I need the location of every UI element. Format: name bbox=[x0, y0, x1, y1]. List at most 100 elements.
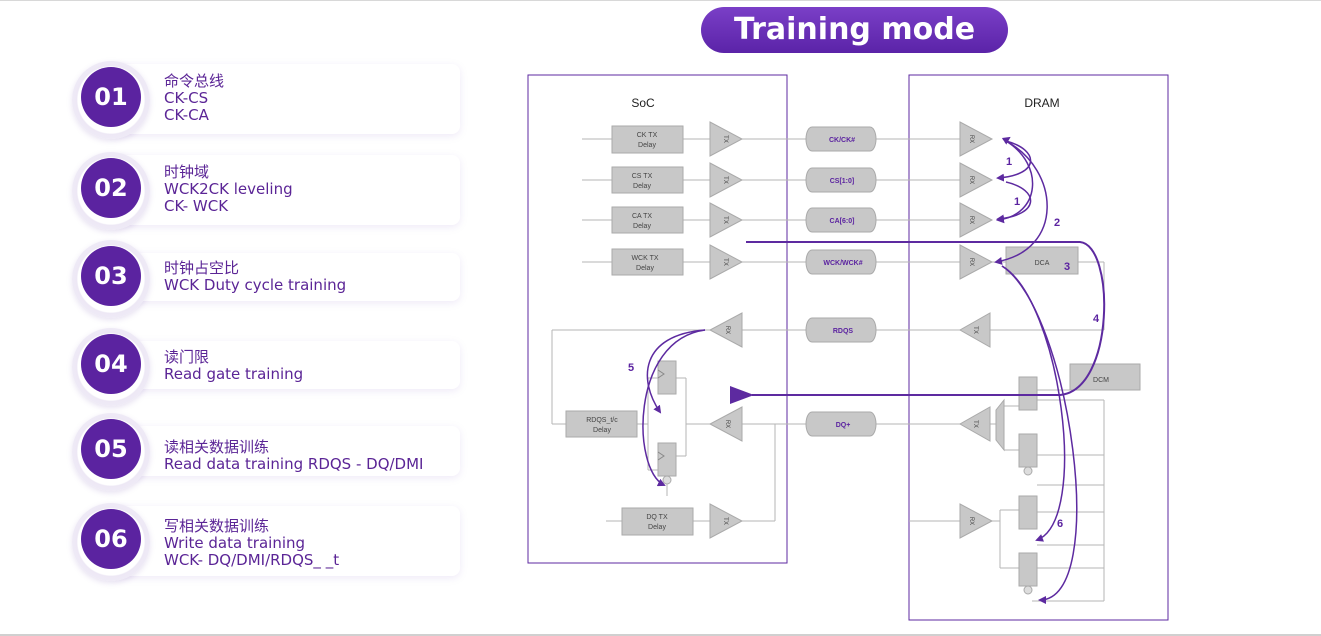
step-06[interactable]: 06 写相关数据训练 Write data training WCK- DQ/D… bbox=[72, 503, 462, 581]
dram-flip-flops bbox=[1018, 376, 1038, 595]
training-arrows bbox=[642, 136, 1106, 604]
step-line: CK-CA bbox=[164, 106, 209, 124]
step-02[interactable]: 02 时钟域 WCK2CK leveling CK- WCK bbox=[72, 152, 462, 230]
step-number: 03 bbox=[81, 246, 141, 306]
step-text: 读相关数据训练 Read data training RDQS - DQ/DMI bbox=[164, 439, 423, 473]
soc-tx-buffer bbox=[709, 244, 744, 280]
step-line: WCK Duty cycle training bbox=[164, 276, 347, 294]
dram-flip-flop-clock bbox=[1023, 466, 1033, 476]
step-text: 命令总线 CK-CS CK-CA bbox=[164, 73, 224, 124]
step-card bbox=[110, 64, 460, 134]
buffer-label: TX bbox=[722, 176, 728, 184]
dcm-label: DCM bbox=[1093, 377, 1109, 384]
step-line: CK- WCK bbox=[164, 197, 229, 215]
dram-rx-buffer bbox=[959, 503, 994, 539]
soc-flip-flop bbox=[657, 360, 677, 395]
channels: CK/CK# CS[1:0] CA[6:0] WCK/WCK# RDQS DQ+ bbox=[805, 126, 877, 437]
channel-ck bbox=[805, 126, 877, 152]
soc-flip-flop-clock bbox=[662, 475, 672, 485]
step-number: 06 bbox=[81, 509, 141, 569]
step-line: WCK2CK leveling bbox=[164, 180, 293, 198]
buffer-label: RX bbox=[724, 326, 730, 334]
marker-2: 2 bbox=[1054, 217, 1060, 229]
step-03[interactable]: 03 时钟占空比 WCK Duty cycle training bbox=[72, 240, 462, 318]
delay-block-label: Delay bbox=[648, 524, 666, 531]
soc-tx-buffer bbox=[709, 121, 744, 157]
step-01[interactable]: 01 命令总线 CK-CS CK-CA bbox=[72, 61, 462, 139]
arrow-4-big bbox=[730, 241, 1106, 404]
step-05[interactable]: 05 读相关数据训练 Read data training RDQS - DQ/… bbox=[72, 413, 462, 491]
delay-block-ck bbox=[611, 125, 684, 154]
step-line: Write data training bbox=[164, 534, 306, 552]
delay-block-dq bbox=[621, 507, 694, 536]
arrow-5b bbox=[642, 329, 706, 487]
arrow-5a bbox=[646, 329, 706, 414]
dram-mux bbox=[995, 398, 1005, 452]
arrow-2 bbox=[994, 140, 1048, 265]
step-line: 读门限 bbox=[164, 348, 210, 366]
step-badge-ring: 05 bbox=[72, 413, 150, 491]
page-title: Training mode bbox=[701, 7, 1008, 53]
arrow-3 bbox=[1001, 136, 1011, 145]
delay-blocks: CK TX Delay CS TX Delay CA TX Delay WCK … bbox=[565, 125, 694, 536]
delay-block-label: DQ TX bbox=[646, 514, 668, 521]
dram-rx-buffer bbox=[959, 162, 994, 198]
dram-tx-buffer bbox=[958, 312, 991, 348]
step-line: Read gate training bbox=[164, 365, 304, 383]
buffer-label: TX bbox=[722, 517, 728, 525]
channel-label: CK/CK# bbox=[829, 137, 855, 144]
step-number: 02 bbox=[81, 158, 141, 218]
step-line: 命令总线 bbox=[164, 72, 225, 90]
dram-buffers: RX RX RX RX TX TX RX bbox=[958, 121, 994, 539]
channel-dq bbox=[805, 411, 877, 437]
dram-flip-flop bbox=[1018, 552, 1038, 587]
dram-flip-flop bbox=[1018, 495, 1038, 530]
marker-6: 6 bbox=[1057, 518, 1063, 530]
step-04[interactable]: 04 读门限 Read gate training bbox=[72, 328, 462, 406]
dram-rx-buffer bbox=[959, 202, 994, 238]
step-card bbox=[110, 253, 460, 301]
step-badge-ring: 04 bbox=[72, 328, 150, 406]
step-text: 读门限 Read gate training bbox=[164, 349, 303, 383]
step-line: 写相关数据训练 bbox=[164, 517, 270, 535]
step-text: 时钟域 WCK2CK leveling CK- WCK bbox=[164, 164, 293, 215]
dram-flip-flop-clock bbox=[1023, 585, 1033, 595]
step-text: 写相关数据训练 Write data training WCK- DQ/DMI/… bbox=[164, 518, 339, 569]
step-line: Read data training RDQS - DQ/DMI bbox=[164, 455, 424, 473]
buffer-label: TX bbox=[722, 216, 728, 224]
marker-1a: 1 bbox=[1006, 156, 1012, 168]
step-line: 时钟域 bbox=[164, 163, 210, 181]
channel-label: DQ+ bbox=[836, 422, 851, 429]
soc-rx-buffer bbox=[708, 406, 743, 442]
step-number: 01 bbox=[81, 67, 141, 127]
delay-block-label: Delay bbox=[636, 265, 654, 272]
delay-block-cs bbox=[611, 166, 684, 194]
step-line: WCK- DQ/DMI/RDQS_ _t bbox=[164, 551, 340, 569]
step-line: 读相关数据训练 bbox=[164, 438, 270, 456]
dca-label: DCA bbox=[1035, 260, 1050, 267]
dca-block bbox=[1005, 246, 1079, 275]
step-markers: 1 1 2 3 4 5 6 bbox=[628, 156, 1100, 530]
step-card bbox=[110, 506, 460, 576]
buffer-label: RX bbox=[968, 135, 974, 143]
delay-block-rdqs bbox=[565, 410, 638, 438]
delay-block-label: CS TX bbox=[632, 173, 653, 180]
channel-wck bbox=[805, 249, 877, 275]
step-card bbox=[110, 426, 460, 476]
buffer-label: RX bbox=[968, 176, 974, 184]
arrow-6b bbox=[1001, 265, 1078, 604]
soc-flip-flops bbox=[657, 360, 677, 485]
delay-block-label: WCK TX bbox=[631, 255, 658, 262]
buffer-label: TX bbox=[722, 258, 728, 266]
marker-1b: 1 bbox=[1014, 196, 1020, 208]
step-badge-ring: 03 bbox=[72, 240, 150, 318]
buffer-label: RX bbox=[968, 216, 974, 224]
delay-block-label: Delay bbox=[633, 183, 651, 190]
buffer-label: RX bbox=[968, 258, 974, 266]
dcm-block bbox=[1069, 363, 1141, 391]
step-card bbox=[110, 155, 460, 225]
step-text: 时钟占空比 WCK Duty cycle training bbox=[164, 260, 346, 294]
channel-label: CA[6:0] bbox=[830, 218, 855, 225]
soc-flip-flop bbox=[657, 442, 677, 477]
